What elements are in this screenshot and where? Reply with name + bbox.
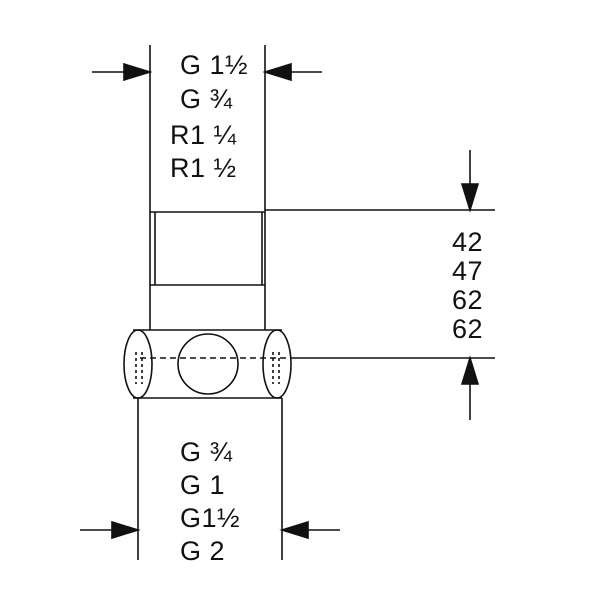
height-dimension-label: 42 bbox=[452, 227, 484, 257]
top-thread-label: R1 ½ bbox=[170, 153, 237, 183]
right-port-ellipse bbox=[263, 330, 291, 398]
top-thread-label: R1 ¼ bbox=[170, 120, 237, 150]
top-left-arrowhead bbox=[124, 64, 150, 80]
front-port-circle bbox=[178, 334, 238, 394]
bottom-thread-label: G 2 bbox=[180, 536, 226, 566]
height-dimension-label: 62 bbox=[452, 285, 484, 315]
left-port-ellipse bbox=[124, 330, 152, 398]
bottom-thread-label: G1½ bbox=[180, 503, 241, 533]
top-thread-label: G ¾ bbox=[180, 84, 233, 114]
bottom-thread-label: G ¾ bbox=[180, 437, 233, 467]
height-top-arrowhead bbox=[462, 184, 478, 210]
height-dimension-label: 47 bbox=[452, 256, 484, 286]
top-thread-label: G 1½ bbox=[180, 50, 249, 80]
height-bottom-arrowhead bbox=[462, 358, 478, 384]
height-dimension-label: 62 bbox=[452, 314, 484, 344]
bottom-thread-label: G 1 bbox=[180, 470, 226, 500]
bottom-left-arrowhead bbox=[112, 522, 138, 538]
bottom-right-arrowhead bbox=[282, 522, 308, 538]
top-right-arrowhead bbox=[265, 64, 291, 80]
